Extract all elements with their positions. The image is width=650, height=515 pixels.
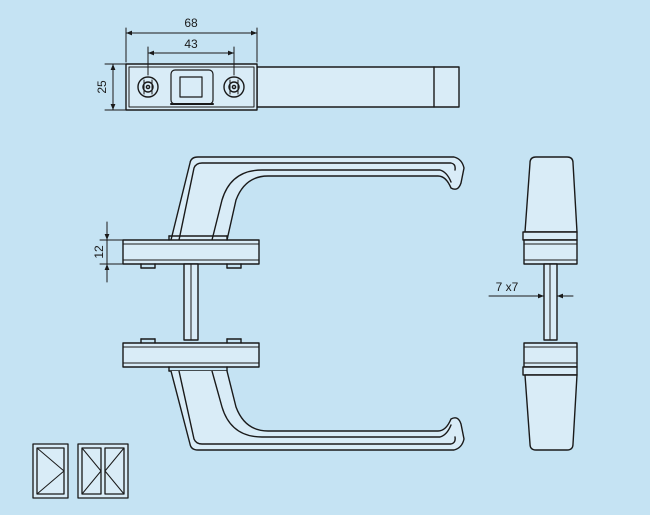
top-view-screw-left <box>137 76 159 98</box>
dim-overall-width: 68 <box>184 16 198 30</box>
end-view <box>522 156 578 451</box>
window-single-casement-icon <box>32 443 69 499</box>
top-view <box>125 63 460 111</box>
top-view-lever <box>256 66 460 108</box>
side-view-upper-lever <box>170 156 465 241</box>
top-view-screw-right <box>223 76 245 98</box>
dim-spindle: 7 x7 <box>496 280 519 294</box>
window-double-casement-icon <box>77 443 129 499</box>
side-view <box>122 156 465 451</box>
side-view-dimensions <box>99 221 124 283</box>
end-view-upper-grip <box>524 156 578 233</box>
top-view-spindle-square <box>179 76 203 98</box>
dim-height: 25 <box>95 80 109 94</box>
end-view-lower-grip <box>524 374 578 451</box>
side-view-lower-lever <box>170 370 465 451</box>
dim-rose-thickness: 12 <box>92 245 106 259</box>
dim-hole-spacing: 43 <box>184 37 198 51</box>
top-view-dimensions <box>104 27 258 111</box>
